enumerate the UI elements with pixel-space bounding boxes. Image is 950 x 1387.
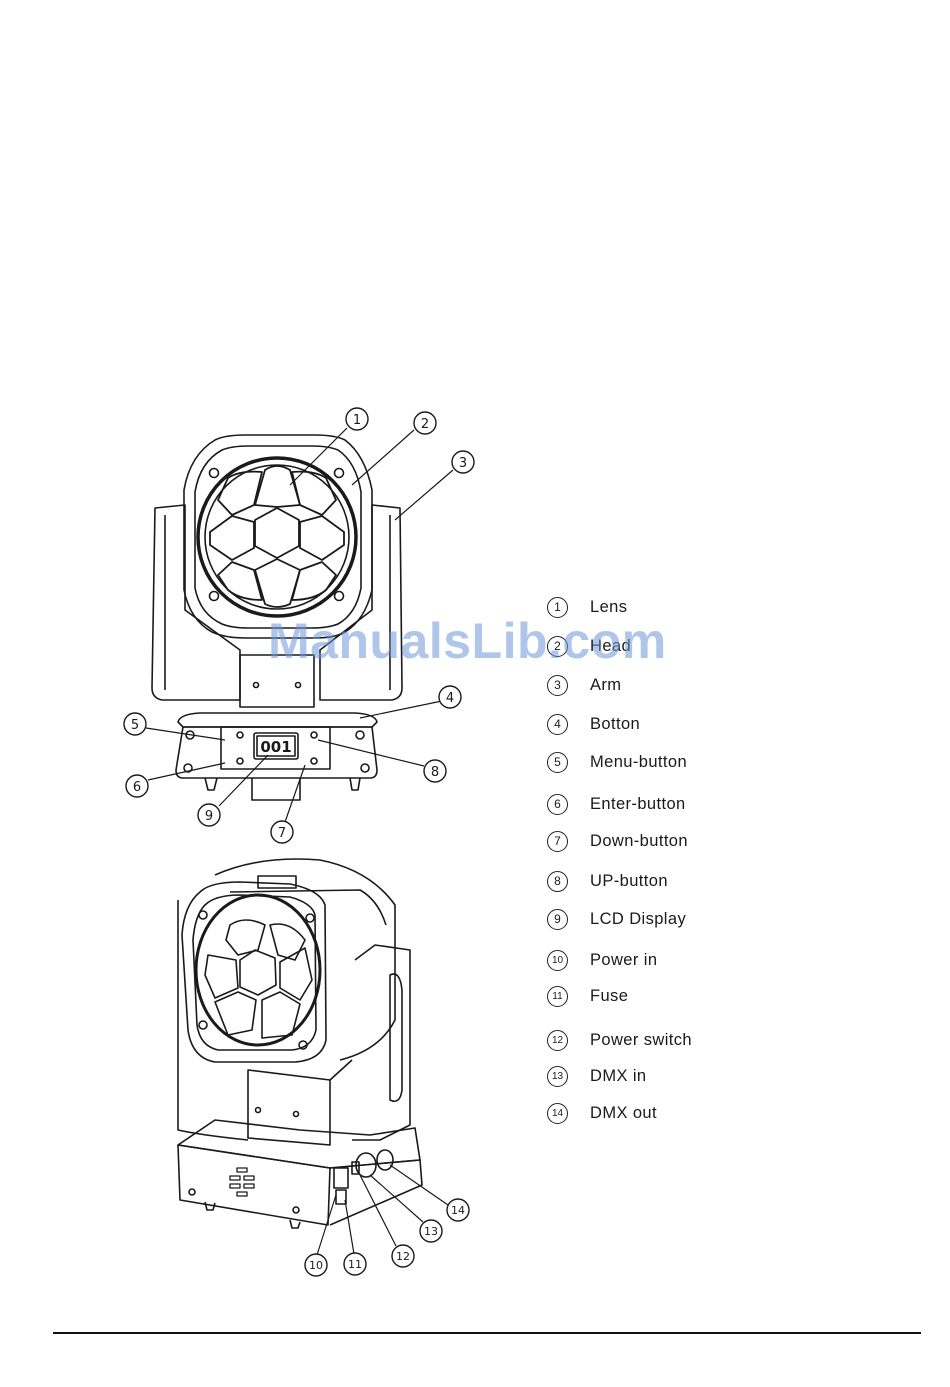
legend-number: 14 [547, 1103, 568, 1124]
legend-item: 3 Arm [547, 673, 621, 697]
legend-label: DMX in [590, 1067, 647, 1086]
callout-11: 11 [344, 1253, 366, 1275]
legend-item: 5 Menu-button [547, 750, 687, 774]
svg-text:7: 7 [278, 826, 286, 841]
callout-6: 6 [126, 775, 148, 797]
leader-lines [146, 428, 453, 1255]
legend-number: 12 [547, 1030, 568, 1051]
legend-item: 4 Botton [547, 712, 640, 736]
callout-5: 5 [124, 713, 146, 735]
callout-2: 2 [414, 412, 436, 434]
svg-text:9: 9 [205, 809, 213, 824]
legend-label: Arm [590, 676, 621, 695]
base-top [178, 713, 377, 727]
legend-item: 7 Down-button [547, 829, 688, 853]
legend-label: Enter-button [590, 795, 686, 814]
perspective-view [178, 859, 422, 1228]
legend-number: 10 [547, 950, 568, 971]
legend-item: 11 Fuse [547, 984, 628, 1008]
front-frame [182, 882, 326, 1062]
legend-item: 14 DMX out [547, 1101, 657, 1125]
lens-cells [210, 466, 344, 607]
svg-text:2: 2 [421, 417, 429, 432]
callout-14: 14 [447, 1199, 469, 1221]
svg-text:4: 4 [446, 691, 454, 706]
base-top-3q [178, 1120, 420, 1168]
legend-item: 6 Enter-button [547, 792, 686, 816]
lcd-readout: 001 [260, 738, 291, 756]
legend-number: 11 [547, 986, 568, 1007]
legend-label: Fuse [590, 987, 628, 1006]
legend-number: 4 [547, 714, 568, 735]
legend-label: UP-button [590, 872, 668, 891]
legend-item: 13 DMX in [547, 1064, 647, 1088]
callout-9: 9 [198, 804, 220, 826]
callout-8: 8 [424, 760, 446, 782]
legend-item: 12 Power switch [547, 1028, 692, 1052]
svg-text:11: 11 [348, 1258, 362, 1271]
callout-12: 12 [392, 1245, 414, 1267]
svg-text:13: 13 [424, 1225, 438, 1238]
legend-number: 9 [547, 909, 568, 930]
callout-4: 4 [439, 686, 461, 708]
legend-label: Power switch [590, 1031, 692, 1050]
svg-text:5: 5 [131, 718, 139, 733]
callout-3: 3 [452, 451, 474, 473]
legend-label: Power in [590, 951, 657, 970]
legend-item: 9 LCD Display [547, 907, 686, 931]
legend-label: Botton [590, 715, 640, 734]
svg-text:14: 14 [451, 1204, 465, 1217]
callout-13: 13 [420, 1220, 442, 1242]
legend-number: 3 [547, 675, 568, 696]
legend-number: 8 [547, 871, 568, 892]
legend-label: Menu-button [590, 753, 687, 772]
legend-number: 5 [547, 752, 568, 773]
legend-number: 13 [547, 1066, 568, 1087]
svg-text:8: 8 [431, 765, 439, 780]
legend-item: 8 UP-button [547, 869, 668, 893]
callout-10: 10 [305, 1254, 327, 1276]
svg-text:6: 6 [133, 780, 141, 795]
legend-label: LCD Display [590, 910, 686, 929]
legend-number: 7 [547, 831, 568, 852]
watermark: ManualsLib.com [268, 612, 667, 670]
lens-ring [198, 458, 356, 616]
callout-1: 1 [346, 408, 368, 430]
legend-number: 6 [547, 794, 568, 815]
svg-text:10: 10 [309, 1259, 323, 1272]
svg-text:3: 3 [459, 456, 467, 471]
callout-7: 7 [271, 821, 293, 843]
svg-text:1: 1 [353, 413, 361, 428]
footer-rule [53, 1332, 921, 1334]
legend-item: 10 Power in [547, 948, 657, 972]
svg-text:12: 12 [396, 1250, 410, 1263]
legend-label: DMX out [590, 1104, 657, 1123]
legend-label: Down-button [590, 832, 688, 851]
